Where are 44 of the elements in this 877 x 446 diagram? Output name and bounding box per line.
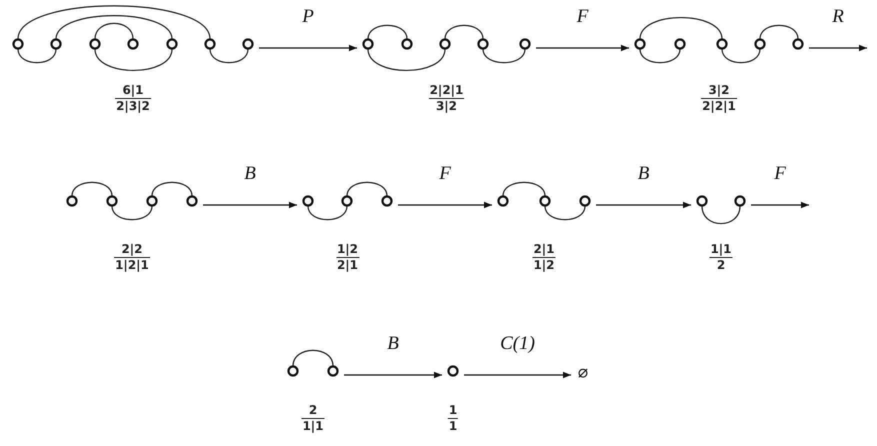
fraction-numerator: 3|2	[707, 84, 731, 97]
arrow	[596, 202, 691, 208]
edge-label: B	[638, 163, 650, 185]
arrow	[536, 44, 629, 52]
fraction-denominator: 2|3|2	[115, 100, 151, 112]
fraction-denominator: 2|1	[336, 258, 360, 272]
fraction-numerator: 2|2	[120, 243, 144, 256]
fraction-numerator: 2	[308, 404, 318, 417]
empty-set-symbol: ∅	[578, 366, 588, 382]
fraction-denominator: 1|2	[532, 258, 556, 272]
fraction-numerator: 1	[448, 404, 458, 417]
arc-diagram-drawing	[65, 180, 199, 222]
arc-diagram-drawing	[695, 194, 747, 226]
arc-diagram-drawing	[361, 23, 532, 73]
fraction-denominator: 2|2|1	[701, 100, 737, 112]
arrow	[344, 372, 442, 378]
edge-label: C(1)	[500, 333, 535, 355]
arrow	[398, 202, 492, 208]
fraction-denominator: 3|2	[434, 100, 458, 112]
fraction-numerator: 6|1	[121, 84, 145, 97]
arrow	[203, 202, 297, 208]
fraction-denominator: 1|1	[301, 420, 325, 432]
fraction-numerator: 2|1	[532, 243, 556, 256]
edge-label: F	[439, 163, 451, 185]
arrow	[259, 44, 357, 52]
arrow	[751, 202, 809, 208]
arc-diagram-drawing	[496, 180, 592, 222]
fraction-denominator: 2	[716, 258, 726, 272]
edge-label: B	[387, 333, 399, 355]
arc-diagram-drawing	[301, 180, 394, 222]
arrow	[464, 372, 571, 378]
edge-label: B	[244, 163, 256, 185]
fraction-numerator: 1|1	[709, 243, 733, 256]
fraction-denominator: 1	[448, 420, 458, 432]
fraction-denominator: 1|2|1	[114, 258, 150, 272]
edge-label: F	[576, 6, 588, 28]
fraction-numerator: 1|2	[336, 243, 360, 256]
edge-label: F	[774, 163, 786, 185]
arrow	[809, 44, 867, 52]
edge-label: R	[832, 6, 844, 28]
fraction-numerator: 2|2|1	[428, 84, 464, 97]
arc-diagram-drawing	[11, 3, 255, 73]
edge-label: P	[302, 6, 314, 28]
arc-diagram-drawing	[633, 15, 805, 65]
